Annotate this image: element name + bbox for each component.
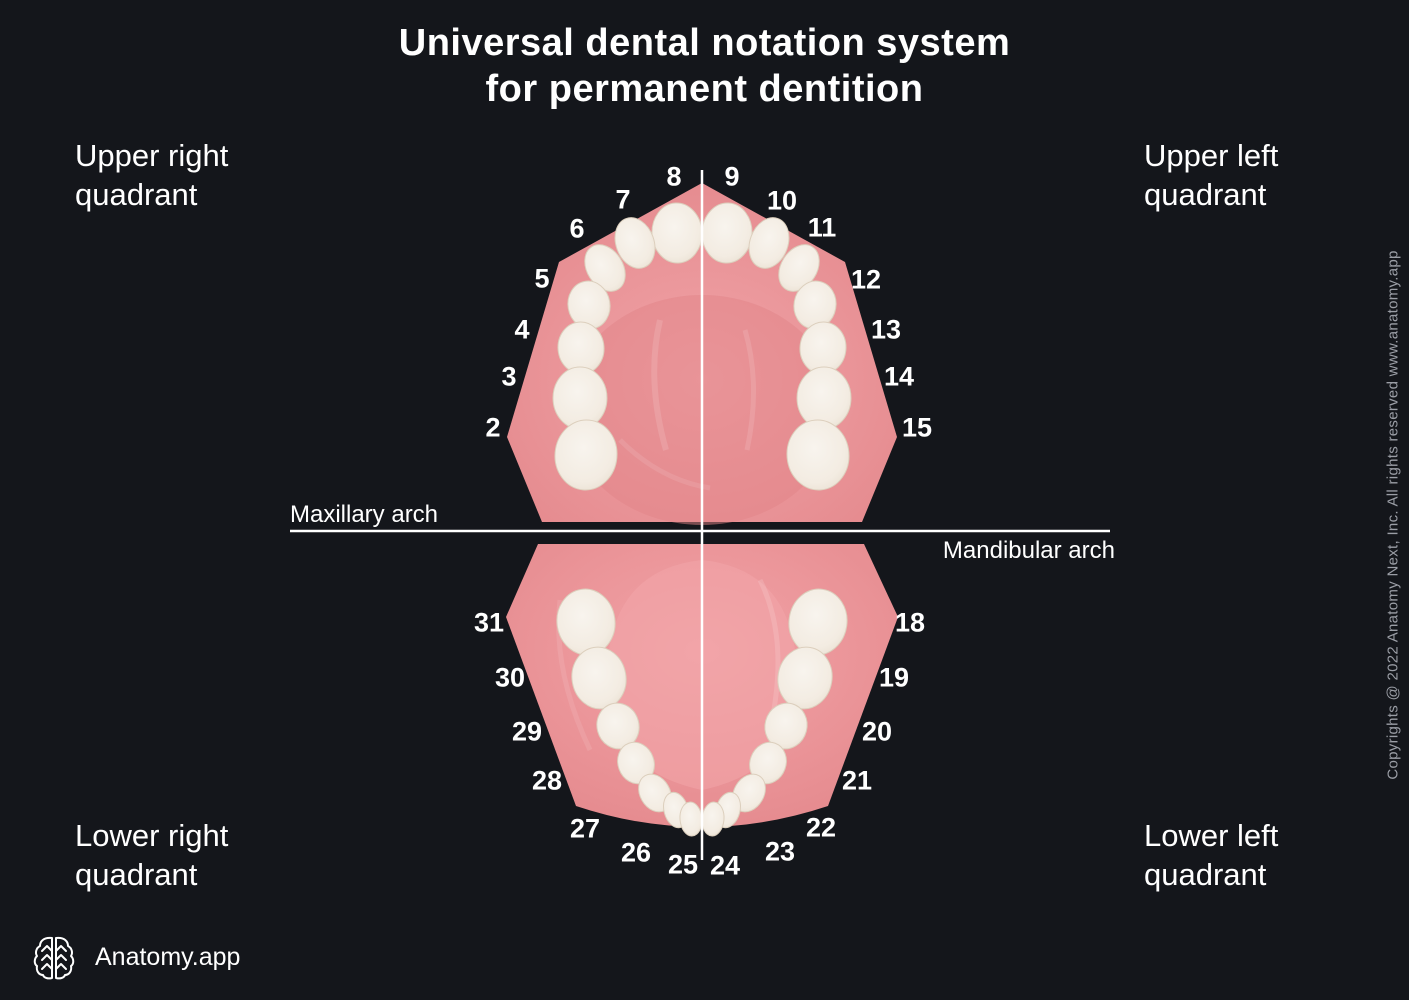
quadrant-label-upper-right: Upper right quadrant bbox=[75, 136, 228, 214]
tooth-number-10: 10 bbox=[766, 185, 798, 216]
tooth-number-2: 2 bbox=[485, 412, 501, 443]
tooth-number-20: 20 bbox=[861, 716, 893, 747]
page-title-line2: for permanent dentition bbox=[485, 68, 924, 110]
tooth-number-13: 13 bbox=[870, 314, 902, 345]
tooth-number-22: 22 bbox=[805, 812, 837, 843]
quadrant-label-line: quadrant bbox=[1144, 177, 1267, 212]
tooth-number-5: 5 bbox=[534, 263, 550, 294]
quadrant-label-line: Upper right bbox=[75, 138, 229, 173]
tooth-number-25: 25 bbox=[667, 849, 699, 880]
tooth-number-30: 30 bbox=[494, 662, 526, 693]
tooth-number-31: 31 bbox=[473, 607, 505, 638]
tooth-number-14: 14 bbox=[883, 361, 915, 392]
quadrant-label-line: quadrant bbox=[75, 857, 198, 892]
quadrant-label-line: Lower left bbox=[1144, 818, 1279, 853]
tooth-number-8: 8 bbox=[666, 161, 682, 192]
tooth-number-24: 24 bbox=[709, 850, 741, 881]
brand-name: Anatomy.app bbox=[95, 942, 241, 971]
tooth-number-3: 3 bbox=[501, 361, 517, 392]
brain-logo-icon bbox=[33, 936, 75, 980]
tooth-number-15: 15 bbox=[901, 412, 933, 443]
tooth-number-12: 12 bbox=[850, 264, 882, 295]
tooth-number-9: 9 bbox=[724, 161, 740, 192]
tooth-number-11: 11 bbox=[807, 212, 837, 243]
quadrant-label-line: Upper left bbox=[1144, 138, 1279, 173]
maxillary-arch-label: Maxillary arch bbox=[290, 501, 439, 528]
mandibular-arch-label: Mandibular arch bbox=[942, 537, 1115, 564]
tooth-number-27: 27 bbox=[569, 813, 601, 844]
tooth-number-21: 21 bbox=[841, 765, 873, 796]
tooth-number-19: 19 bbox=[878, 662, 910, 693]
tooth-number-26: 26 bbox=[620, 837, 652, 868]
quadrant-label-line: Lower right bbox=[75, 818, 229, 853]
tooth-number-23: 23 bbox=[764, 836, 796, 867]
quadrant-label-line: quadrant bbox=[1144, 857, 1267, 892]
page-title: Universal dental notation system for per… bbox=[0, 20, 1409, 112]
quadrant-label-lower-right: Lower right quadrant bbox=[75, 816, 228, 894]
quadrant-label-upper-left: Upper left quadrant bbox=[1144, 136, 1278, 214]
quadrant-label-line: quadrant bbox=[75, 177, 198, 212]
tooth-number-29: 29 bbox=[511, 716, 543, 747]
brand-footer: Anatomy.app bbox=[30, 933, 240, 981]
tooth-number-7: 7 bbox=[615, 184, 631, 215]
tooth-number-4: 4 bbox=[514, 314, 530, 345]
copyright-text: Copyrights @ 2022 Anatomy Next, Inc. All… bbox=[1384, 250, 1402, 780]
tooth-number-6: 6 bbox=[569, 213, 585, 244]
quadrant-label-lower-left: Lower left quadrant bbox=[1144, 816, 1278, 894]
page-title-line1: Universal dental notation system bbox=[398, 22, 1011, 64]
tooth-number-18: 18 bbox=[894, 607, 926, 638]
tooth-number-28: 28 bbox=[531, 765, 563, 796]
